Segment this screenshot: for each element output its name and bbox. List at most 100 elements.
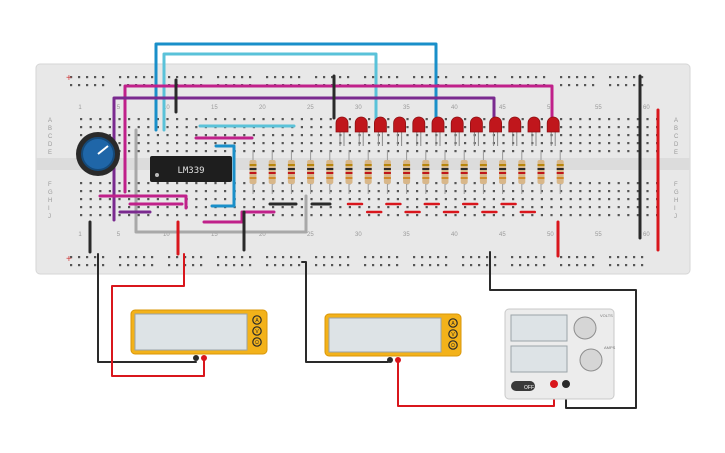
- terminal-hole[interactable]: [358, 198, 361, 201]
- terminal-hole[interactable]: [617, 134, 620, 137]
- terminal-hole[interactable]: [608, 214, 611, 217]
- terminal-hole[interactable]: [368, 150, 371, 153]
- terminal-hole[interactable]: [406, 118, 409, 121]
- psu-negative-terminal[interactable]: [562, 380, 570, 388]
- terminal-hole[interactable]: [137, 182, 140, 185]
- terminal-hole[interactable]: [617, 206, 620, 209]
- terminal-hole[interactable]: [195, 118, 198, 121]
- terminal-hole[interactable]: [243, 142, 246, 145]
- terminal-hole[interactable]: [588, 126, 591, 129]
- power-supply[interactable]: VOLTS AMPS OFF: [504, 308, 616, 400]
- terminal-hole[interactable]: [425, 150, 428, 153]
- terminal-hole[interactable]: [560, 134, 563, 137]
- psu-positive-terminal[interactable]: [550, 380, 558, 388]
- terminal-hole[interactable]: [540, 214, 543, 217]
- terminal-hole[interactable]: [646, 198, 649, 201]
- terminal-hole[interactable]: [310, 198, 313, 201]
- rail-hole[interactable]: [396, 76, 399, 79]
- terminal-hole[interactable]: [147, 214, 150, 217]
- terminal-hole[interactable]: [252, 118, 255, 121]
- terminal-hole[interactable]: [214, 182, 217, 185]
- terminal-hole[interactable]: [387, 198, 390, 201]
- rail-hole[interactable]: [282, 264, 285, 267]
- terminal-hole[interactable]: [627, 182, 630, 185]
- terminal-hole[interactable]: [464, 198, 467, 201]
- rail-hole[interactable]: [151, 256, 154, 259]
- terminal-hole[interactable]: [406, 206, 409, 209]
- terminal-hole[interactable]: [118, 198, 121, 201]
- wire-magenta-low-3[interactable]: [202, 210, 276, 224]
- terminal-hole[interactable]: [166, 182, 169, 185]
- meter-mode-button[interactable]: [448, 329, 458, 339]
- terminal-hole[interactable]: [224, 190, 227, 193]
- rail-hole[interactable]: [200, 264, 203, 267]
- terminal-hole[interactable]: [195, 214, 198, 217]
- terminal-hole[interactable]: [348, 134, 351, 137]
- terminal-hole[interactable]: [137, 150, 140, 153]
- rail-hole[interactable]: [413, 256, 416, 259]
- terminal-hole[interactable]: [387, 142, 390, 145]
- terminal-hole[interactable]: [329, 206, 332, 209]
- terminal-hole[interactable]: [550, 214, 553, 217]
- rail-hole[interactable]: [380, 76, 383, 79]
- terminal-hole[interactable]: [329, 142, 332, 145]
- terminal-hole[interactable]: [531, 150, 534, 153]
- terminal-hole[interactable]: [310, 126, 313, 129]
- terminal-hole[interactable]: [492, 206, 495, 209]
- rail-hole[interactable]: [592, 256, 595, 259]
- terminal-hole[interactable]: [396, 206, 399, 209]
- terminal-hole[interactable]: [636, 190, 639, 193]
- terminal-hole[interactable]: [406, 126, 409, 129]
- terminal-hole[interactable]: [300, 118, 303, 121]
- rail-hole[interactable]: [298, 264, 301, 267]
- terminal-hole[interactable]: [243, 182, 246, 185]
- terminal-hole[interactable]: [156, 206, 159, 209]
- terminal-hole[interactable]: [291, 134, 294, 137]
- rail-hole[interactable]: [560, 256, 563, 259]
- terminal-hole[interactable]: [329, 118, 332, 121]
- rail-hole[interactable]: [445, 76, 448, 79]
- terminal-hole[interactable]: [646, 150, 649, 153]
- rail-hole[interactable]: [70, 264, 73, 267]
- rail-hole[interactable]: [364, 76, 367, 79]
- terminal-hole[interactable]: [540, 126, 543, 129]
- terminal-hole[interactable]: [300, 150, 303, 153]
- rail-hole[interactable]: [364, 256, 367, 259]
- terminal-hole[interactable]: [521, 206, 524, 209]
- rail-hole[interactable]: [617, 256, 620, 259]
- resistor[interactable]: [422, 150, 430, 194]
- terminal-hole[interactable]: [339, 190, 342, 193]
- terminal-hole[interactable]: [118, 142, 121, 145]
- terminal-hole[interactable]: [502, 198, 505, 201]
- terminal-hole[interactable]: [358, 206, 361, 209]
- terminal-hole[interactable]: [147, 190, 150, 193]
- rail-hole[interactable]: [241, 76, 244, 79]
- terminal-hole[interactable]: [483, 126, 486, 129]
- terminal-hole[interactable]: [569, 190, 572, 193]
- terminal-hole[interactable]: [195, 142, 198, 145]
- rail-hole[interactable]: [396, 264, 399, 267]
- wire-blue-loop[interactable]: [210, 144, 236, 208]
- rail-hole[interactable]: [168, 256, 171, 259]
- terminal-hole[interactable]: [281, 134, 284, 137]
- rail-hole[interactable]: [233, 256, 236, 259]
- terminal-hole[interactable]: [425, 190, 428, 193]
- led[interactable]: [546, 116, 560, 146]
- terminal-hole[interactable]: [128, 126, 131, 129]
- rail-hole[interactable]: [617, 84, 620, 87]
- rail-hole[interactable]: [102, 76, 105, 79]
- terminal-hole[interactable]: [329, 150, 332, 153]
- resistor[interactable]: [518, 150, 526, 194]
- terminal-hole[interactable]: [281, 206, 284, 209]
- terminal-hole[interactable]: [560, 214, 563, 217]
- rail-hole[interactable]: [641, 264, 644, 267]
- terminal-hole[interactable]: [300, 126, 303, 129]
- terminal-hole[interactable]: [646, 190, 649, 193]
- terminal-hole[interactable]: [272, 150, 275, 153]
- terminal-hole[interactable]: [348, 214, 351, 217]
- terminal-hole[interactable]: [598, 214, 601, 217]
- terminal-hole[interactable]: [166, 150, 169, 153]
- terminal-hole[interactable]: [291, 150, 294, 153]
- terminal-hole[interactable]: [387, 118, 390, 121]
- probe-black-right[interactable]: [301, 261, 389, 363]
